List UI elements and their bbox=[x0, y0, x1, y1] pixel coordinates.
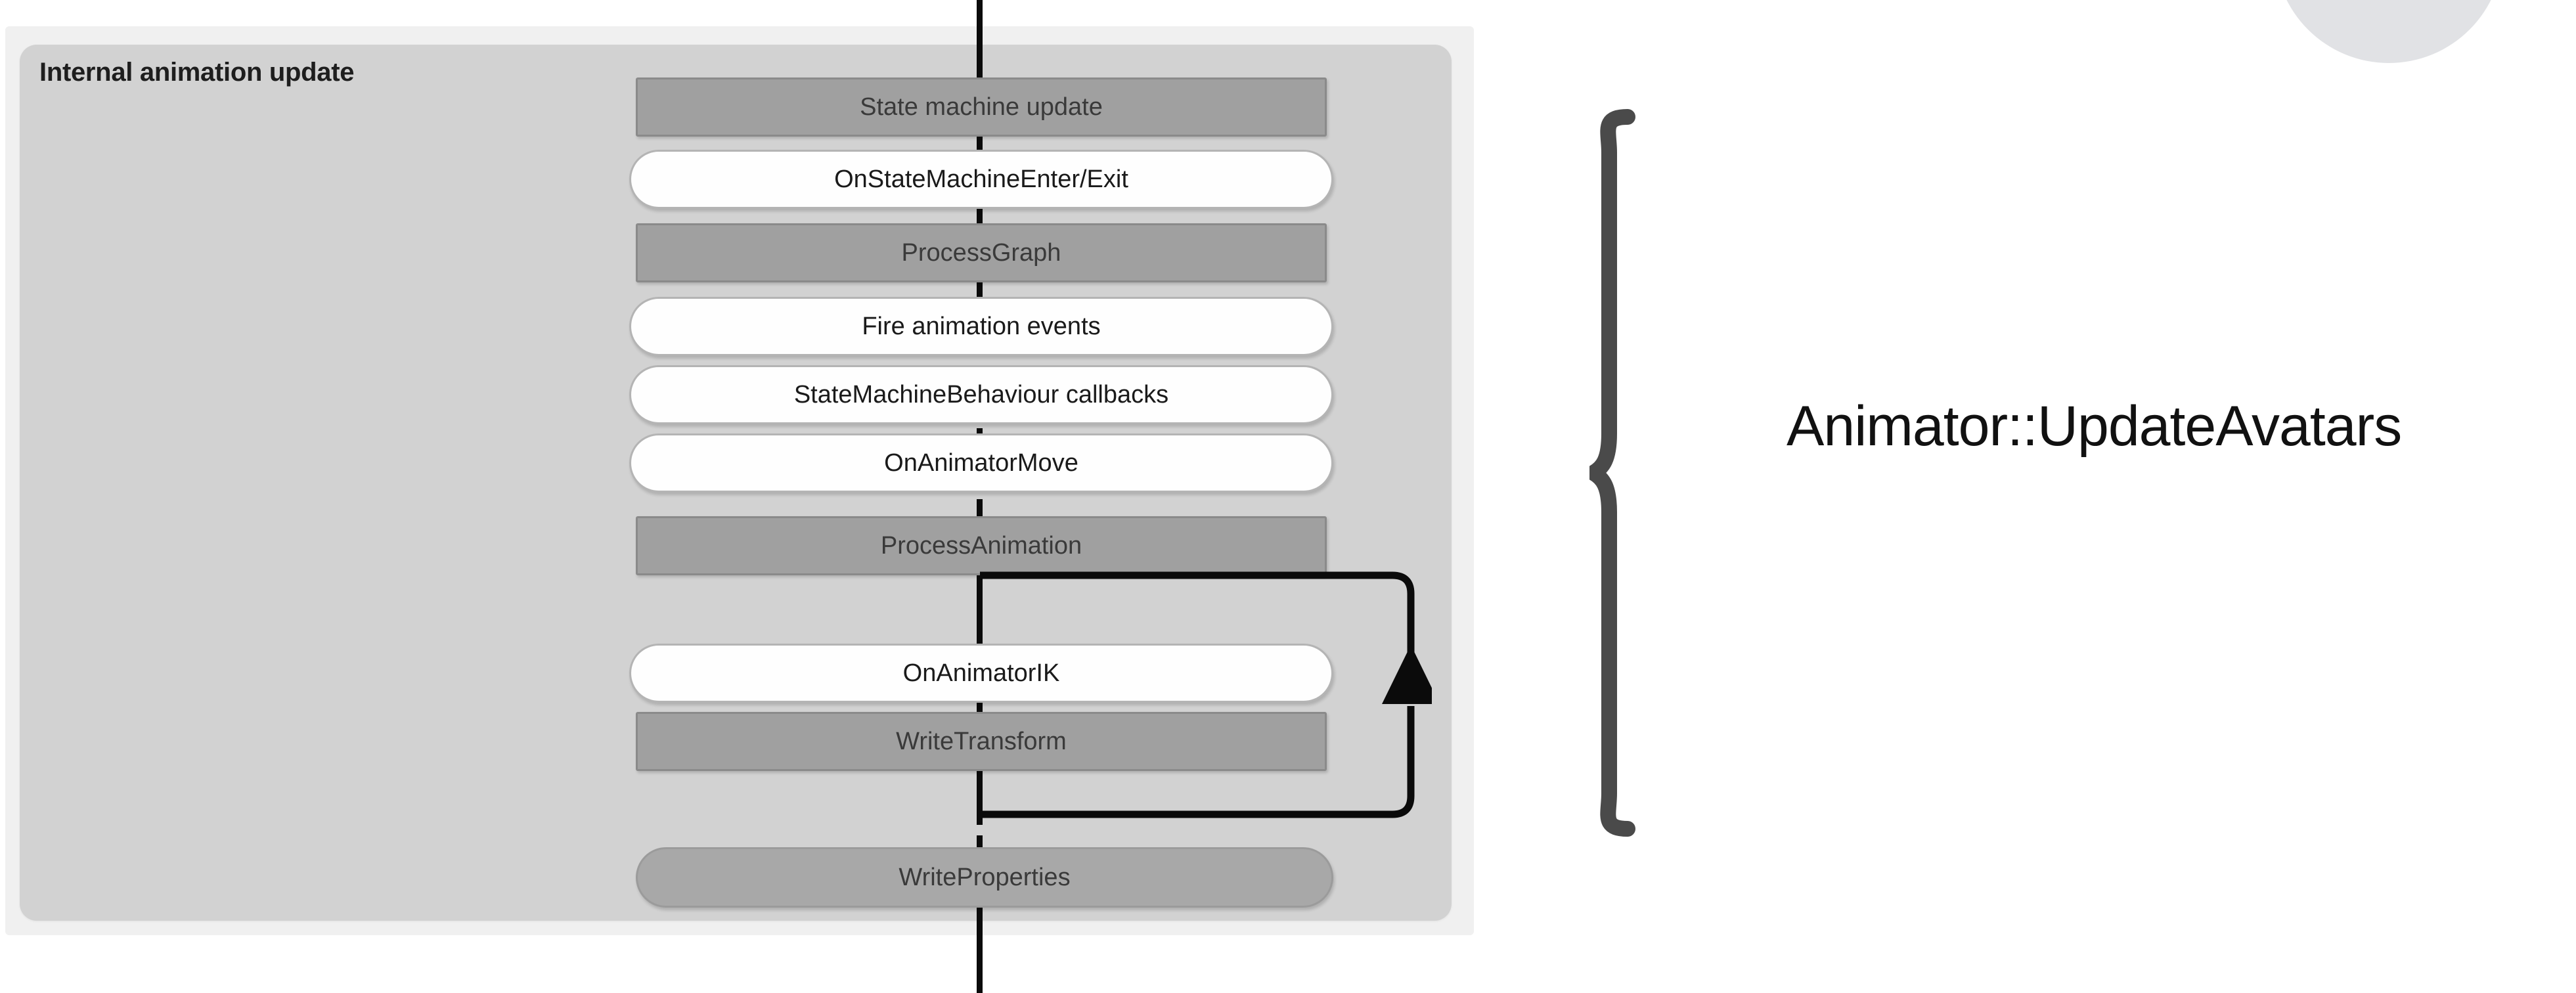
flow-spine-segment bbox=[977, 499, 983, 519]
corner-circle-decoration bbox=[2275, 0, 2503, 63]
flow-spine-segment bbox=[977, 134, 983, 152]
flow-spine-segment bbox=[977, 0, 983, 81]
flow-node-statemachinebehaviour-callbacks[interactable]: StateMachineBehaviour callbacks bbox=[629, 365, 1333, 424]
flow-node-writetransform[interactable]: WriteTransform bbox=[636, 712, 1327, 771]
flow-node-processanimation[interactable]: ProcessAnimation bbox=[636, 516, 1327, 575]
brace-label: Animator::UpdateAvatars bbox=[1787, 395, 2402, 458]
flow-node-writeproperties[interactable]: WriteProperties bbox=[636, 847, 1333, 908]
flow-node-state-machine-update[interactable]: State machine update bbox=[636, 77, 1327, 137]
flow-node-onanimatormove[interactable]: OnAnimatorMove bbox=[629, 433, 1333, 493]
panel-title: Internal animation update bbox=[39, 58, 355, 87]
flow-node-onanimatorik[interactable]: OnAnimatorIK bbox=[629, 644, 1333, 703]
flow-node-fire-animation-events[interactable]: Fire animation events bbox=[629, 297, 1333, 356]
flow-spine-segment bbox=[977, 282, 983, 299]
flow-spine-segment bbox=[977, 208, 983, 226]
flow-node-onstatemachineenter-exit[interactable]: OnStateMachineEnter/Exit bbox=[629, 150, 1333, 209]
flow-spine-segment bbox=[977, 908, 983, 993]
grouping-brace bbox=[1589, 109, 1635, 837]
flow-node-processgraph[interactable]: ProcessGraph bbox=[636, 223, 1327, 282]
